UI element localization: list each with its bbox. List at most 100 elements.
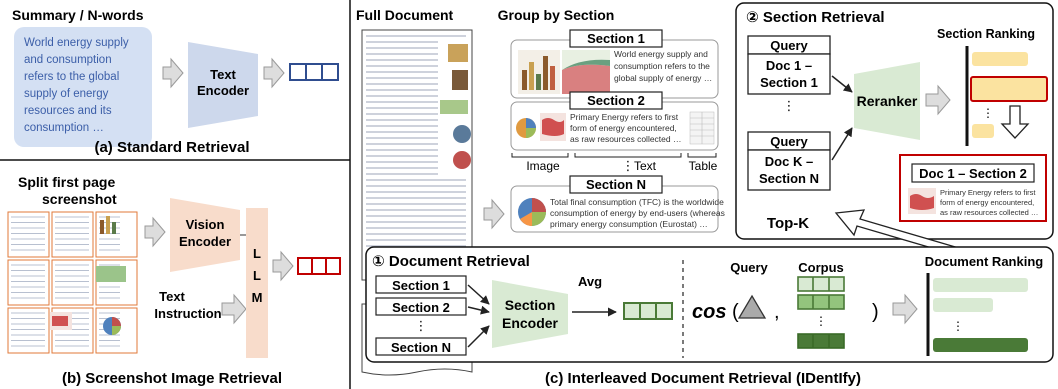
document-retrieval-panel: ① Document Retrieval Section 1 Section 2…: [365, 246, 1054, 363]
vision-encoder-shape: [170, 198, 240, 272]
summary-line: World energy supply: [24, 37, 129, 49]
llm-block: [246, 208, 268, 358]
paren-close: ): [872, 301, 879, 323]
section-name: Section 2: [392, 300, 450, 315]
vision-encoder-label: Encoder: [179, 234, 231, 249]
text-instruction-label: Instruction: [154, 306, 221, 321]
section-name: Section 1: [587, 31, 645, 46]
text-encoder-shape: [188, 42, 258, 128]
screenshot-title: Split first page: [18, 174, 115, 190]
text-encoder-label: Text: [210, 67, 236, 82]
arrow-icon: [144, 216, 166, 248]
section-name: Section 1: [392, 278, 450, 293]
summary-text: World energy supply and consumption refe…: [24, 37, 129, 134]
section-name: Section 2: [587, 93, 645, 108]
query-triangle-icon: [737, 294, 767, 319]
corpus-label: Corpus: [798, 260, 844, 275]
text-encoder-label: Encoder: [197, 83, 249, 98]
split-screenshot-grid: [7, 211, 138, 354]
embedding-red: [297, 257, 341, 275]
embedding-blue: [289, 63, 339, 81]
ranking-bar: [933, 338, 1028, 352]
screenshot-tile: [51, 259, 94, 306]
llm-letter: L: [253, 246, 261, 261]
section-text: primary energy consumption (Eurostat) …: [550, 219, 708, 229]
arrow-icon: [831, 127, 853, 161]
panel-standard-retrieval: Summary / N-words World energy supply an…: [12, 7, 339, 156]
reranker-shape: [854, 62, 920, 140]
summary-line: resources and its: [24, 105, 112, 117]
corpus-embeddings: ⋮: [797, 276, 845, 349]
ranking-bar: [933, 298, 993, 312]
full-document-title: Full Document: [356, 7, 454, 23]
section-text: as raw resources collected …: [570, 134, 682, 144]
caption-b: (b) Screenshot Image Retrieval: [62, 370, 282, 387]
section-retrieval-title: ② Section Retrieval: [746, 9, 885, 26]
caption-a: (a) Standard Retrieval: [94, 139, 249, 156]
section-text: consumption of energy by end-users (wher…: [550, 208, 725, 218]
screenshot-tile: [7, 211, 50, 258]
ranking-bar-selected: [970, 76, 1048, 102]
screenshot-tile: [7, 259, 50, 306]
query-label: Query: [770, 38, 808, 53]
retrieved-section-title: Doc 1 – Section 2: [919, 166, 1027, 181]
section-ranking-title: Section Ranking: [937, 27, 1035, 41]
panel-screenshot-retrieval: Split first page screenshot Vision Encod…: [7, 174, 341, 387]
text-label: Text: [634, 159, 657, 173]
section-text: global supply of energy …: [614, 73, 712, 83]
section-text: World energy supply and: [614, 49, 708, 59]
arrow-icon: [467, 305, 490, 315]
ellipsis: ⋮: [783, 98, 796, 113]
document-retrieval-title: ① Document Retrieval: [372, 253, 530, 270]
comma: ,: [774, 301, 780, 323]
paren-open: (: [732, 301, 739, 323]
arrow-icon: [925, 84, 951, 116]
summary-line: consumption …: [24, 122, 104, 134]
down-arrow-icon: [1000, 105, 1030, 139]
ellipsis: ⋮: [982, 106, 994, 120]
section-text: Primary Energy refers to first: [940, 188, 1036, 197]
section-encoder-shape: [492, 280, 568, 348]
cos-label: cos: [692, 301, 726, 323]
section-text: as raw resources collected …: [940, 208, 1038, 217]
ellipsis: ⋮: [415, 318, 428, 333]
section-retrieval-panel: ② Section Retrieval Query Doc 1 – Sectio…: [735, 2, 1054, 240]
ellipsis: ⋮: [952, 319, 964, 333]
section-encoder-label: Section: [505, 297, 556, 313]
arrow-icon: [467, 325, 490, 348]
section-text: Total final consumption (TFC) is the wor…: [550, 197, 724, 207]
arrow-icon: [483, 198, 505, 230]
document-embedding: [623, 302, 673, 320]
group-by-section-title: Group by Section: [498, 7, 615, 23]
arrow-icon: [272, 250, 294, 282]
arrow-icon: [831, 75, 853, 93]
llm-letter: M: [252, 290, 263, 305]
section-encoder-label: Encoder: [502, 315, 559, 331]
summary-title: Summary / N-words: [12, 7, 144, 23]
arrow-icon: [162, 57, 184, 89]
section-card-n: Section N Total final consumption (TFC) …: [510, 175, 725, 233]
llm-letter: L: [253, 268, 261, 283]
doc-section-label: Section 1: [760, 75, 818, 90]
section-text: consumption refers to the: [614, 61, 710, 71]
avg-label: Avg: [578, 274, 602, 289]
screenshot-title: screenshot: [42, 191, 117, 207]
summary-box: [14, 27, 152, 147]
ellipsis: ⋮: [622, 158, 635, 173]
summary-line: refers to the global: [24, 71, 119, 83]
ranking-bar: [933, 278, 1028, 292]
document-ranking-title: Document Ranking: [925, 254, 1044, 269]
ranking-bar: [972, 52, 1028, 66]
doc-section-label: Doc 1 –: [766, 58, 812, 73]
section-card-1: Section 1 World energy supply and consum…: [510, 29, 719, 99]
summary-line: and consumption: [24, 54, 112, 66]
section-name: Section N: [586, 177, 646, 192]
top-k-label: Top-K: [767, 215, 809, 232]
screenshot-tile: [51, 211, 94, 258]
ellipsis: ⋮: [815, 314, 827, 328]
screenshot-tile: [95, 211, 138, 258]
arrow-icon: [221, 293, 247, 325]
text-instruction-label: Text: [159, 289, 185, 304]
ranking-bar: [972, 124, 994, 138]
query-label: Query: [730, 260, 768, 275]
